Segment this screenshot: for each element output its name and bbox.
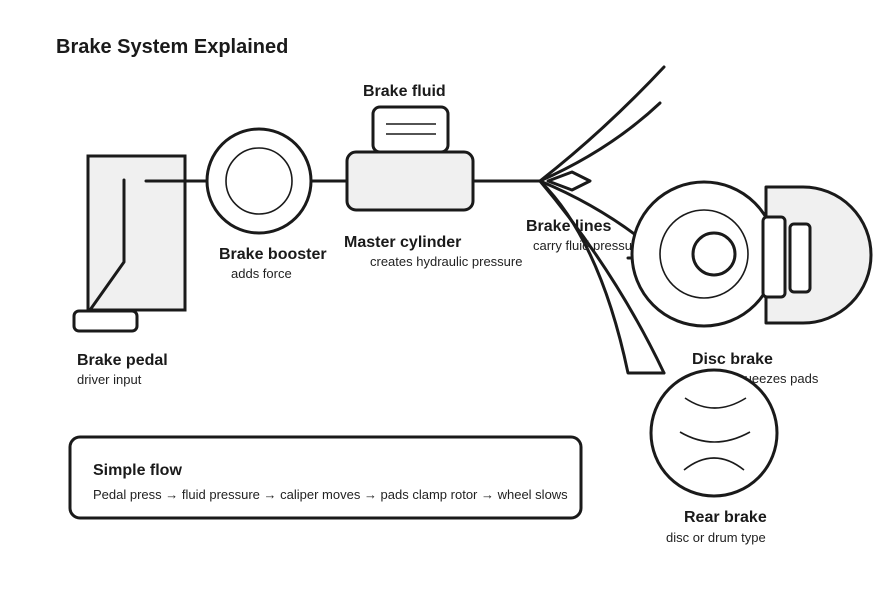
brake-line-rear-2: [538, 179, 666, 375]
flow-box: Simple flow Pedal press → fluid pressure…: [68, 435, 583, 520]
brake-pad-inner: [761, 215, 787, 299]
brake-pedal: [72, 154, 209, 333]
diagram-title: Brake System Explained: [56, 36, 288, 58]
pedal-housing: [86, 154, 187, 312]
disc-brake: [630, 180, 873, 328]
master-cylinder: [345, 150, 475, 212]
reservoir-body: [371, 105, 450, 154]
flow-box-frame: [68, 435, 583, 520]
rear-brake-label: Rear brake: [684, 509, 767, 526]
flow-box-text: Pedal press → fluid pressure → caliper m…: [93, 487, 568, 502]
brake-pad-outer: [788, 222, 812, 294]
brake-shoe-curve: [683, 457, 745, 471]
master-cylinder-desc: creates hydraulic pressure: [370, 254, 522, 269]
master-cylinder-label: Master cylinder: [344, 234, 461, 251]
drum: [649, 368, 779, 498]
brake-booster: [205, 127, 351, 235]
brake-booster-desc: adds force: [231, 266, 292, 281]
fluid-reservoir: [371, 105, 450, 154]
brake-line-upper-2: [538, 101, 662, 183]
rear-brake-desc: disc or drum type: [666, 530, 766, 545]
brake-booster-label: Brake booster: [219, 246, 327, 263]
brake-shoe-curve: [684, 397, 747, 409]
brake-shoe-curve: [679, 431, 751, 443]
pedal-pad: [72, 309, 139, 333]
rotor-inner-ring: [659, 209, 749, 299]
pedal-arm: [88, 178, 126, 312]
brake-pedal-label: Brake pedal: [77, 352, 168, 369]
booster-outer: [205, 127, 313, 235]
disc-brake-label: Disc brake: [692, 351, 773, 368]
brake-pedal-desc: driver input: [77, 372, 142, 387]
rear-brake: [649, 368, 779, 498]
brake-lines-desc: carry fluid pressure: [533, 238, 644, 253]
brake-fluid-label: Brake fluid: [363, 83, 446, 100]
brake-line-junction: [546, 170, 592, 192]
brake-lines-label: Brake lines: [526, 218, 611, 235]
flow-box-title: Simple flow: [93, 462, 182, 479]
booster-inner: [225, 147, 293, 215]
wheel-hub: [691, 231, 737, 277]
brake-line-upper: [538, 65, 666, 183]
